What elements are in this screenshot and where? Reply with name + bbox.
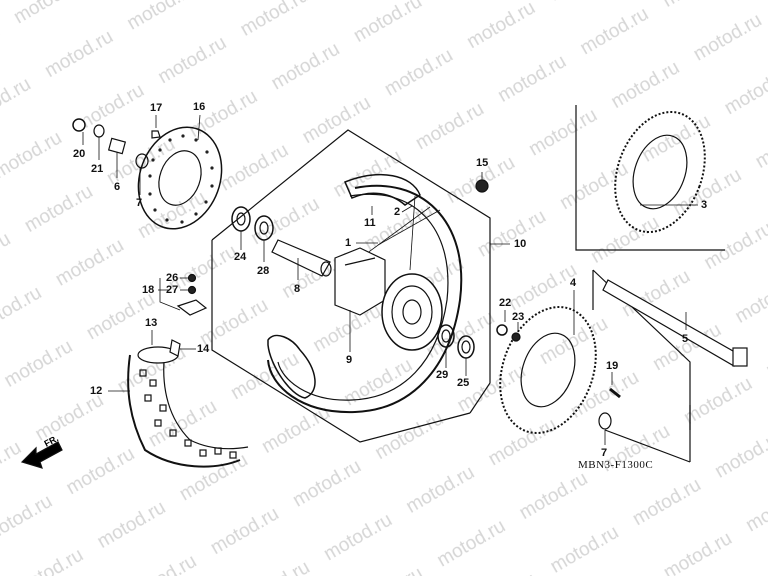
callout-17[interactable]: 16 [193, 101, 206, 113]
callout-7-bottom[interactable]: 7 [601, 447, 608, 459]
callout-9[interactable]: 9 [346, 354, 353, 366]
callout-15[interactable]: 15 [476, 157, 489, 169]
callout-2[interactable]: 2 [394, 206, 401, 218]
callout-11[interactable]: 11 [364, 217, 376, 229]
callout-21[interactable]: 22 [499, 297, 512, 309]
wheel-rim [267, 174, 463, 414]
sprocket-frame [575, 105, 725, 251]
callout-4[interactable]: 4 [570, 277, 577, 289]
collar [271, 239, 332, 277]
front-direction-arrow [20, 441, 63, 469]
callout-27[interactable]: 27 [166, 284, 179, 296]
driven-sprocket [499, 306, 597, 434]
callout-26[interactable]: 26 [166, 272, 179, 284]
callout-16[interactable]: 18 [142, 284, 155, 296]
callout-10[interactable]: 10 [514, 238, 527, 250]
callout-19[interactable]: 19 [606, 360, 619, 372]
callout-28[interactable]: 28 [257, 265, 270, 277]
callout-1[interactable]: 1 [345, 237, 352, 249]
callout-5[interactable]: 5 [682, 333, 689, 345]
callout-3[interactable]: 3 [701, 199, 708, 211]
callout-7-top[interactable]: 7 [136, 197, 143, 209]
callout-22[interactable]: 21 [91, 163, 104, 175]
wheel-hub [334, 247, 443, 351]
callout-20[interactable]: 20 [73, 148, 86, 160]
callout-12[interactable]: 12 [90, 385, 103, 397]
callout-25[interactable]: 25 [457, 377, 470, 389]
brake-disc [137, 126, 223, 230]
wheel-assembly-frame [211, 129, 491, 443]
callout-24[interactable]: 24 [234, 251, 247, 263]
tire [127, 346, 249, 468]
callout-18[interactable]: 17 [150, 102, 163, 114]
callout-14[interactable]: 14 [197, 343, 210, 355]
leader-lines [82, 114, 698, 445]
diagram-code: MBN3-F1300C [578, 459, 654, 471]
callout-8[interactable]: 8 [294, 283, 301, 295]
callout-6[interactable]: 6 [114, 181, 121, 193]
callout-13[interactable]: 13 [145, 317, 158, 329]
bearing-24 [231, 206, 251, 232]
bearing-28 [254, 215, 274, 241]
callout-29[interactable]: 29 [436, 369, 449, 381]
axle [592, 269, 748, 430]
callout-23[interactable]: 23 [512, 311, 525, 323]
